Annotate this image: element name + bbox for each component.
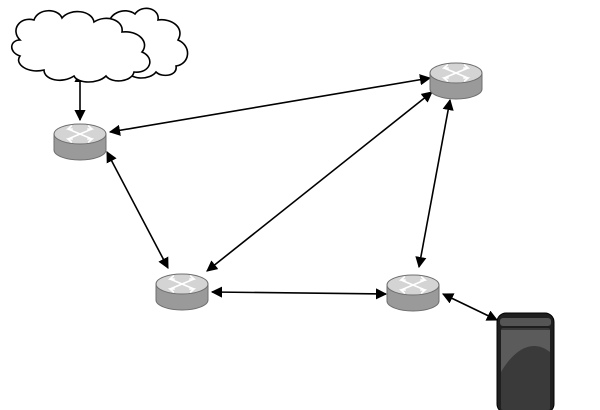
router-2-icon — [155, 273, 209, 311]
link-router-3-to-router-4 — [415, 98, 454, 269]
nodes-layer — [10, 7, 555, 410]
link-router-2-to-router-3 — [206, 91, 433, 272]
link-router-1-to-router-3 — [108, 74, 432, 136]
link-router-2-to-router-4 — [210, 286, 388, 300]
link-router-1-to-router-2 — [106, 151, 169, 269]
links-layer — [74, 70, 499, 321]
router-3-icon — [429, 62, 483, 100]
router-4-icon — [386, 274, 440, 312]
link-router-4-to-phone — [441, 293, 499, 321]
cloud-icon — [10, 7, 189, 83]
router-1-icon — [53, 123, 107, 161]
smartphone-icon — [496, 312, 555, 410]
